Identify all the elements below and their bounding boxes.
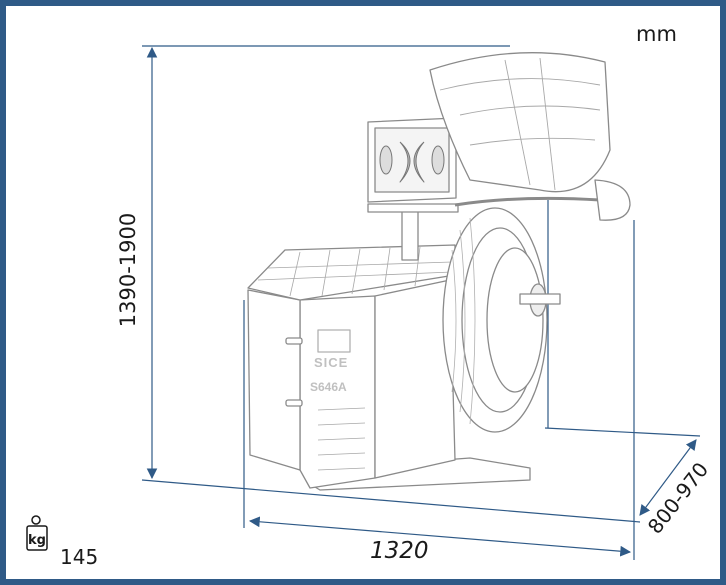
width-dimension: 1320 (370, 538, 429, 564)
dimension-lines (141, 45, 701, 560)
wheel-balancer (247, 52, 631, 491)
weight-icon-label: kg (28, 533, 46, 548)
depth-arrow (639, 439, 697, 516)
monitor-mast (401, 209, 419, 261)
rim (486, 247, 544, 393)
height-dimension: 1390-1900 (116, 212, 140, 328)
keyboard-shelf (367, 203, 459, 213)
handle-upper (285, 337, 303, 345)
guard-arm (454, 196, 601, 207)
width-arrow (248, 516, 632, 557)
monitor-graphics (379, 141, 445, 183)
weight-icon: kg (26, 515, 48, 551)
cabinet-side (247, 289, 301, 471)
machine-brand: SICE (314, 355, 349, 370)
guard-ribs (439, 57, 601, 191)
logo-box (317, 329, 351, 353)
front-grille (317, 407, 366, 471)
guard-pivot (594, 179, 631, 221)
unit-label: mm (636, 22, 677, 46)
handle-lower (285, 399, 303, 407)
height-extension-bottom (141, 479, 641, 523)
depth-extension (544, 427, 701, 437)
shaft (519, 293, 561, 305)
wheel-guard (429, 52, 611, 193)
weight-value: 145 (60, 545, 99, 569)
machine-model: S646A (310, 380, 347, 394)
tire-tread (451, 217, 476, 425)
cabinet-right (374, 279, 456, 479)
tray-compartments (257, 246, 453, 297)
